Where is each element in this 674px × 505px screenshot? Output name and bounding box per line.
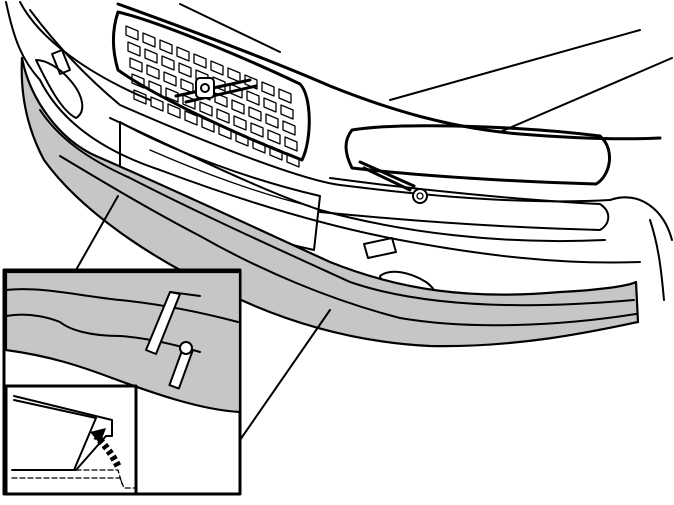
grille-cell (235, 131, 249, 147)
grille-cell (261, 81, 275, 97)
grille-cell (180, 78, 194, 94)
grille-cell (286, 152, 300, 168)
grille-cell (248, 106, 262, 122)
inset-spoiler-section (4, 270, 242, 414)
spoiler-inner-line (39, 109, 635, 307)
fog-lamp-left (35, 59, 84, 119)
zoom-leader-2 (239, 309, 331, 441)
bonnet-edge (116, 2, 662, 141)
grille-cell (182, 94, 196, 110)
grille-cell (246, 90, 260, 106)
wheel-arch-2 (649, 219, 665, 301)
curved-arrow-icon (90, 428, 122, 468)
intake-bar (149, 149, 311, 207)
grille-cell (280, 104, 294, 120)
grille-cell (218, 124, 232, 140)
grille-surround (112, 10, 311, 162)
zoom-leader-1 (75, 195, 119, 271)
grille-cell (176, 46, 190, 62)
grille-cell (148, 80, 162, 96)
bumper-side-left (5, 1, 41, 81)
inset-clip-tab (169, 291, 201, 297)
inset-bumper-edge (5, 288, 239, 323)
grille-cell (231, 99, 245, 115)
bonnet-crease-2 (499, 57, 673, 133)
grille-cell (146, 64, 160, 80)
tow-cover-right (363, 237, 397, 259)
grille-cell (278, 88, 292, 104)
grille-cell (125, 25, 139, 41)
grille-cell (216, 108, 230, 124)
grille-cell (269, 145, 283, 161)
grille-cell (165, 87, 179, 103)
grille-cell (233, 115, 247, 131)
bumper-face (39, 79, 641, 264)
grille-cell (284, 136, 298, 152)
grille-cell (199, 101, 213, 117)
grille-cell (133, 89, 147, 105)
wheel-arch (609, 196, 673, 241)
volvo-badge-icon (174, 77, 258, 104)
car-body (5, 1, 673, 315)
front-spoiler (20, 56, 640, 348)
grille-cell (282, 120, 296, 136)
headlamp (344, 124, 612, 186)
sub-inset-body (13, 399, 97, 471)
bumper-top-line (29, 9, 611, 203)
inset-recess (5, 313, 201, 353)
bumper-upper-edge (19, 1, 151, 101)
grille-cell (229, 83, 243, 99)
grille-cell (127, 41, 141, 57)
grille-cell (267, 129, 281, 145)
bonnet-crease (389, 29, 641, 101)
grille-cell (252, 138, 266, 154)
grille-cell (142, 32, 156, 48)
tow-cover-left (51, 49, 71, 75)
grille-cell (159, 39, 173, 55)
spoiler-lower-line (59, 155, 637, 327)
grille-cell (184, 110, 198, 126)
fender-line (179, 3, 281, 53)
grille-cell (163, 71, 177, 87)
grille-cell (144, 48, 158, 64)
grille-cell (210, 60, 224, 76)
grille-cell (227, 67, 241, 83)
grille-cell (178, 62, 192, 78)
grille-cell (161, 55, 175, 71)
sub-inset-dashed-2 (11, 469, 123, 485)
grille-cell (250, 122, 264, 138)
headlamp-wiper-icon (358, 160, 428, 204)
grille-cell (214, 92, 228, 108)
grille-cell (150, 96, 164, 112)
sub-inset-dashed (11, 477, 135, 489)
grille-cell (263, 97, 277, 113)
grille-cell (131, 73, 145, 89)
grille-cell (201, 117, 215, 133)
grille-cell (265, 113, 279, 129)
grille-cell (167, 103, 181, 119)
grille-cell (193, 53, 207, 69)
indicator-strip (319, 177, 610, 231)
detail-inset (2, 268, 242, 496)
grille-cell (129, 57, 143, 73)
clip-pin-icon (168, 341, 194, 390)
